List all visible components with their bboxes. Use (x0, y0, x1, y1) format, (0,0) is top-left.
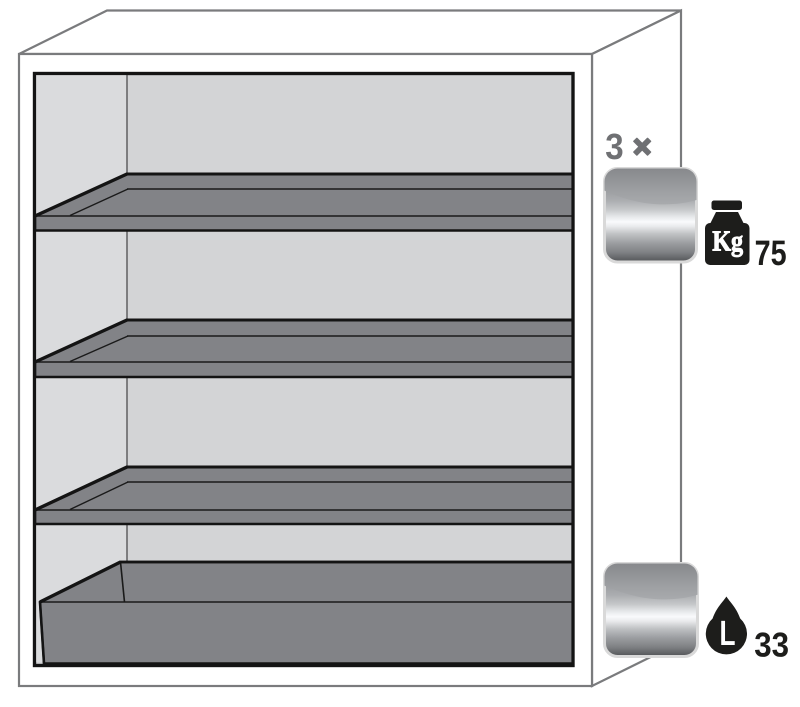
svg-text:75: 75 (755, 233, 787, 273)
svg-text:L: L (720, 614, 736, 653)
svg-text:3: 3 (605, 126, 623, 167)
svg-text:Kg: Kg (712, 226, 743, 258)
svg-text:33: 33 (754, 627, 789, 665)
